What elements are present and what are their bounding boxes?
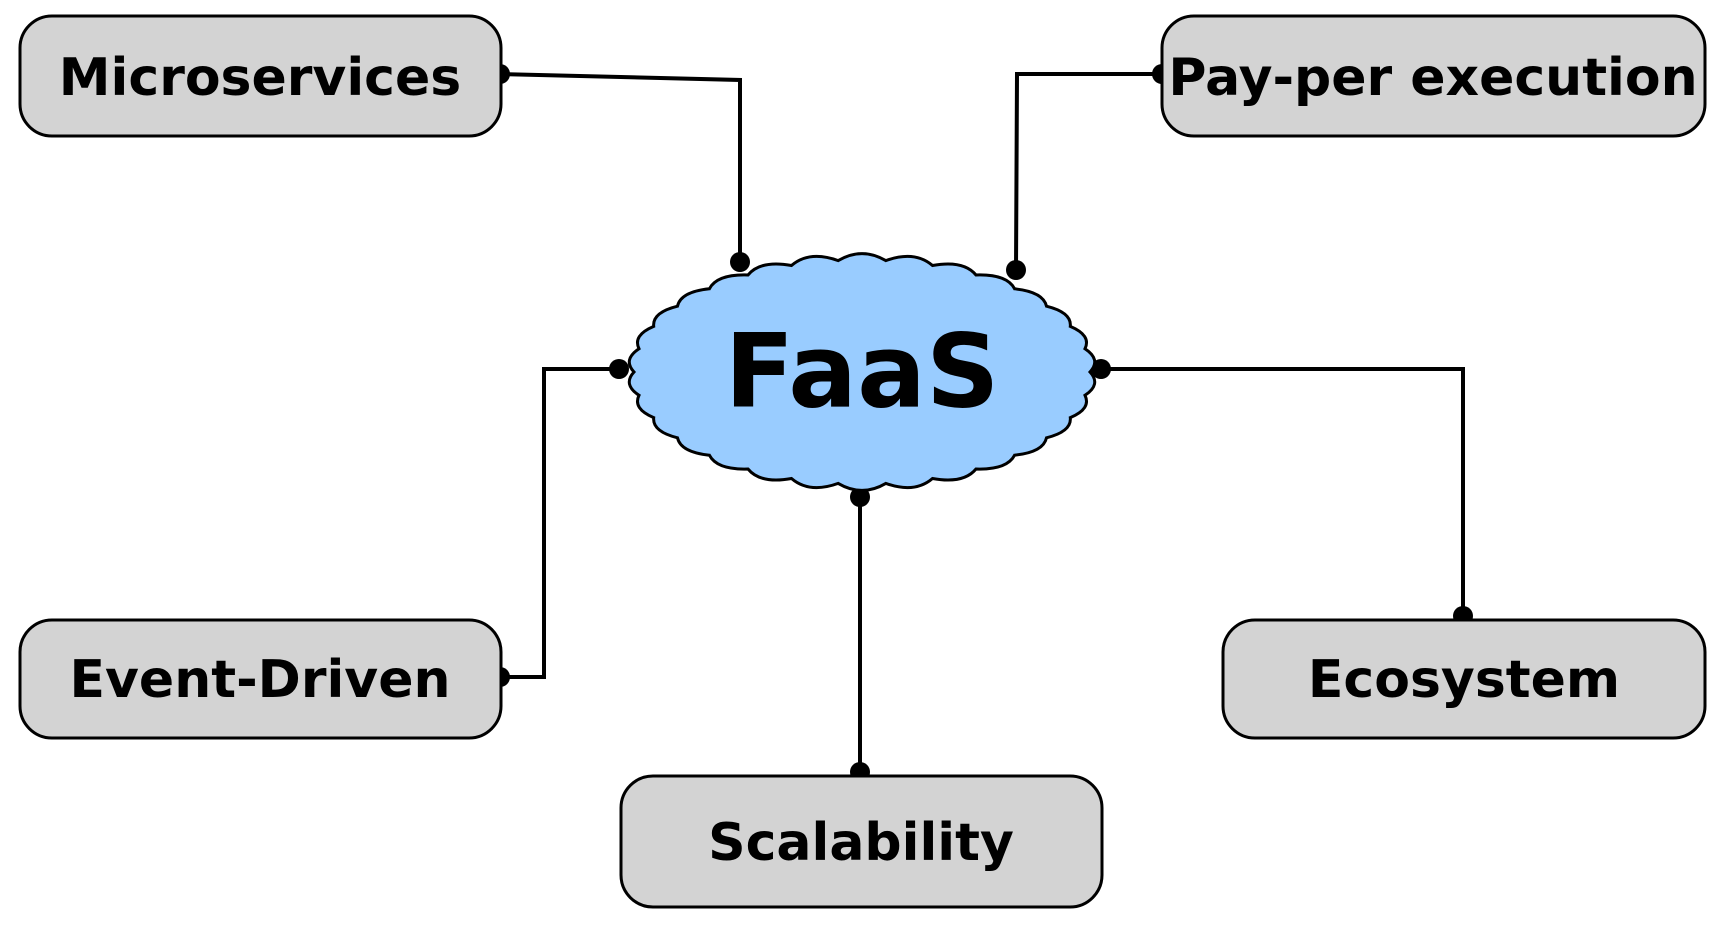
connector-microservices xyxy=(499,72,742,262)
connector-dot xyxy=(609,359,629,379)
node-label-pay-per-execution: Pay-per execution xyxy=(1168,48,1697,108)
node-scalability: Scalability xyxy=(619,774,1104,909)
node-pay-per-execution: Pay-per execution xyxy=(1160,14,1707,138)
faas-cloud: FaaS xyxy=(627,252,1097,492)
node-microservices: Microservices xyxy=(18,14,503,138)
node-label-event-driven: Event-Driven xyxy=(70,650,451,710)
connector-dot xyxy=(850,487,870,507)
center-label: FaaS xyxy=(725,313,1000,432)
connector-ecosystem xyxy=(1101,367,1465,616)
cloud-shape xyxy=(627,252,1097,492)
node-label-scalability: Scalability xyxy=(708,813,1014,873)
node-label-ecosystem: Ecosystem xyxy=(1308,650,1620,710)
node-event-driven: Event-Driven xyxy=(18,618,503,740)
node-ecosystem: Ecosystem xyxy=(1221,618,1707,740)
connector-pay-per-execution xyxy=(1014,72,1162,271)
connector-dot xyxy=(730,252,750,272)
connector-dot xyxy=(1006,260,1026,280)
node-label-microservices: Microservices xyxy=(59,48,461,108)
connector-event-driven xyxy=(500,367,619,679)
